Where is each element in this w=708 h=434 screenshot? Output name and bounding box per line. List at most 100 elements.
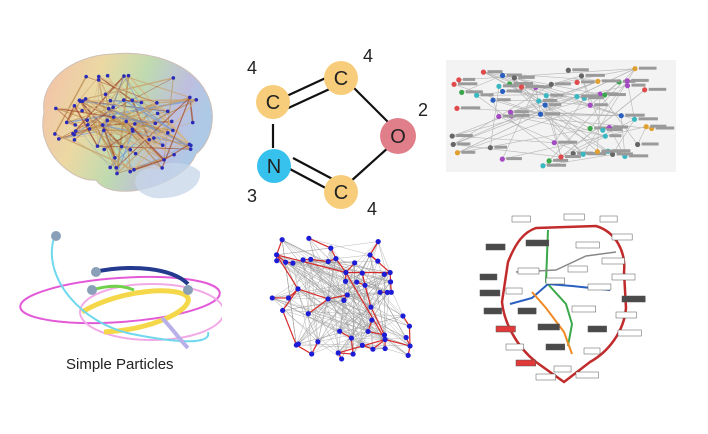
graph-link bbox=[308, 300, 344, 314]
network-node bbox=[499, 72, 506, 79]
brain-node bbox=[84, 74, 88, 79]
network-link bbox=[510, 85, 628, 113]
graph-link bbox=[362, 273, 369, 332]
brain-node bbox=[188, 147, 193, 151]
graph-link bbox=[351, 337, 409, 356]
graph-tree-edge bbox=[310, 258, 329, 263]
graph-link bbox=[281, 239, 329, 300]
brain-node bbox=[165, 109, 170, 114]
network-node-label bbox=[572, 68, 589, 72]
graph-node bbox=[381, 271, 387, 277]
brain-link bbox=[89, 75, 129, 130]
network-node bbox=[594, 149, 600, 155]
graph-node bbox=[325, 296, 331, 302]
network-node bbox=[449, 133, 455, 139]
graph-node bbox=[269, 295, 275, 301]
network-link bbox=[589, 80, 628, 129]
graph-link bbox=[308, 313, 312, 354]
atom-symbol: C bbox=[334, 182, 348, 204]
brain-node bbox=[64, 120, 69, 125]
brain-link bbox=[133, 137, 155, 170]
brain-node bbox=[100, 123, 105, 127]
network-link bbox=[599, 94, 638, 145]
graph-link bbox=[328, 261, 346, 282]
brain-node bbox=[119, 144, 124, 149]
network-link bbox=[476, 93, 601, 96]
graph-node bbox=[300, 257, 306, 263]
atom-c1: C 4 bbox=[247, 58, 290, 119]
graph-link bbox=[272, 261, 329, 299]
graph-node bbox=[407, 343, 413, 349]
graph-link bbox=[339, 331, 386, 340]
network-node-label bbox=[606, 128, 623, 132]
metro-station-label bbox=[583, 347, 601, 355]
network-link bbox=[456, 108, 622, 116]
orbit-yellow bbox=[80, 288, 191, 335]
graph-link bbox=[338, 315, 404, 354]
network-link bbox=[458, 68, 635, 81]
brain-node bbox=[171, 76, 176, 80]
graph-node bbox=[295, 286, 301, 292]
graph-node bbox=[400, 313, 406, 319]
atom-o: O 2 bbox=[380, 100, 428, 154]
particle-4 bbox=[183, 285, 193, 295]
graph-link bbox=[292, 262, 371, 308]
graph-node bbox=[403, 334, 409, 341]
orbit-pink bbox=[79, 283, 222, 341]
molecule-diagram: C 4 C 4 O 2 C 4 N 3 bbox=[247, 46, 428, 219]
network-node-label bbox=[461, 150, 476, 154]
network-node bbox=[546, 158, 552, 164]
metro-orange-line bbox=[531, 291, 573, 355]
graph-tree-edge bbox=[335, 258, 347, 273]
network-node-label bbox=[502, 114, 516, 118]
network-node-label bbox=[550, 93, 564, 97]
network-node-label bbox=[502, 84, 519, 88]
network-node-label bbox=[456, 134, 473, 138]
network-node bbox=[587, 125, 593, 132]
metro-station-label bbox=[563, 213, 585, 221]
graph-link bbox=[276, 260, 344, 301]
graph-link bbox=[310, 259, 373, 321]
network-node-label bbox=[544, 112, 561, 116]
network-node-label bbox=[601, 79, 621, 83]
network-node-label bbox=[608, 93, 626, 97]
network-node-label bbox=[581, 80, 595, 84]
graph-link bbox=[308, 238, 407, 338]
graph-tree-edge bbox=[276, 239, 283, 255]
orbit-lavender bbox=[160, 316, 190, 350]
network-node bbox=[574, 79, 580, 85]
brain-node bbox=[122, 74, 126, 78]
metro-station-label bbox=[485, 243, 506, 251]
brain-node bbox=[171, 128, 175, 133]
graph-link bbox=[292, 262, 392, 293]
brain-link bbox=[89, 76, 100, 129]
brain-link bbox=[58, 77, 174, 140]
graph-tree-edge bbox=[367, 330, 385, 336]
brain-node bbox=[108, 98, 113, 103]
particle-3 bbox=[87, 285, 97, 295]
network-node bbox=[632, 66, 638, 72]
graph-node bbox=[382, 336, 388, 343]
graph-link bbox=[282, 239, 371, 308]
graph-node bbox=[341, 297, 347, 303]
brain-link bbox=[55, 108, 76, 126]
network-node-label bbox=[565, 155, 581, 159]
graph-link bbox=[327, 248, 331, 299]
network-node bbox=[602, 133, 608, 139]
graph-link bbox=[311, 292, 392, 355]
graph-node bbox=[367, 252, 373, 258]
brain-link bbox=[116, 130, 134, 174]
brain-node bbox=[132, 167, 136, 172]
metro-station-label bbox=[553, 365, 572, 373]
brain-link bbox=[125, 102, 158, 123]
brain-node bbox=[189, 143, 193, 148]
graph-tree-edge bbox=[282, 310, 297, 346]
network-node-label bbox=[631, 83, 646, 87]
network-node-label bbox=[558, 140, 578, 144]
graph-link bbox=[302, 259, 369, 332]
brain-node bbox=[128, 169, 133, 174]
brain-link bbox=[108, 108, 156, 124]
brain-node bbox=[139, 100, 144, 105]
brain-link bbox=[74, 139, 117, 168]
network-node bbox=[451, 81, 457, 87]
